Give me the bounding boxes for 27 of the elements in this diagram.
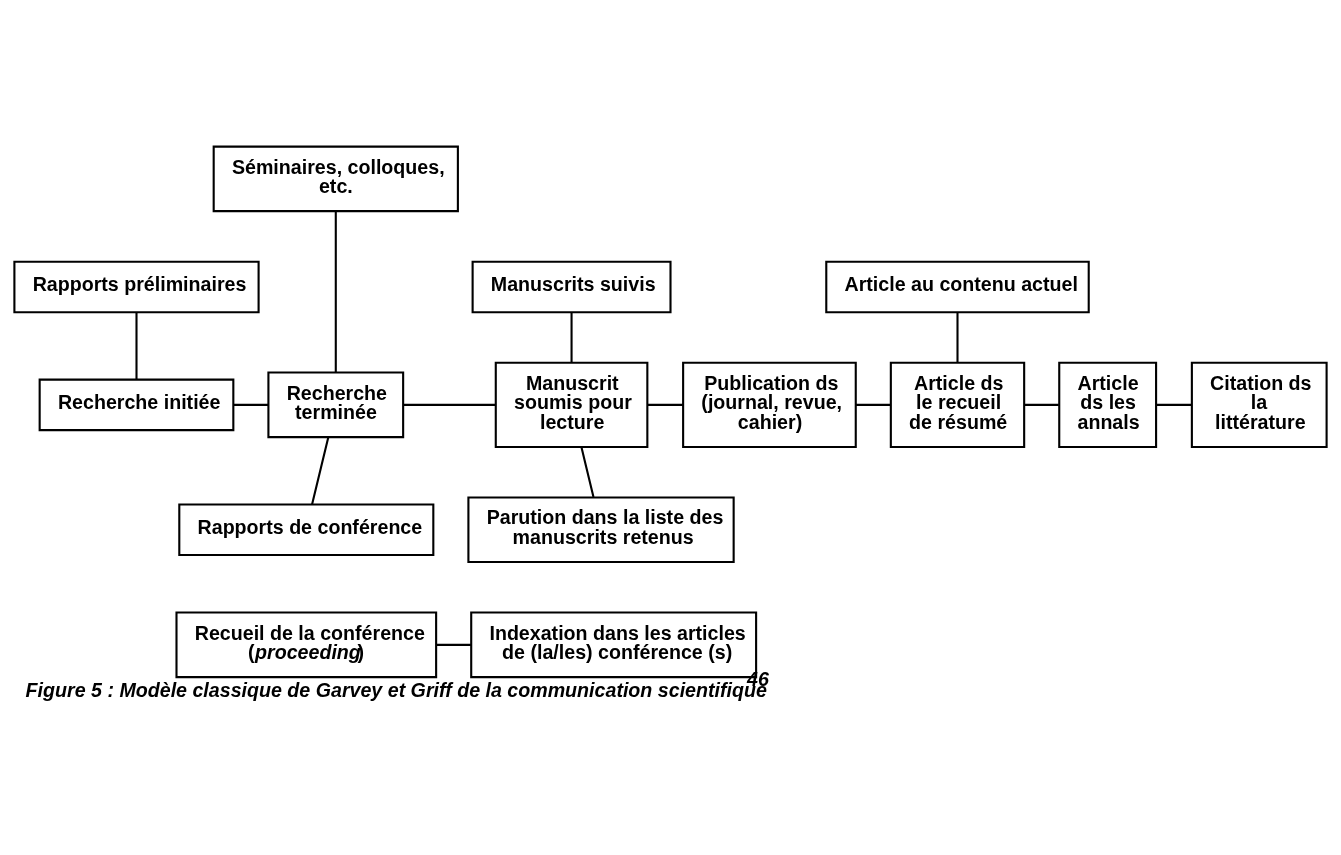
node-box: Manuscrit soumis pour lecture <box>494 361 649 448</box>
connector <box>580 446 595 497</box>
node-box: Rapports préliminaires <box>13 260 260 313</box>
connector <box>233 403 269 406</box>
node-box: Recherche initiée <box>38 378 235 431</box>
connector <box>855 403 891 406</box>
node-box: Citation ds la littérature <box>1190 361 1328 448</box>
connector <box>311 436 330 505</box>
connector <box>436 643 472 646</box>
node-box: Article ds le recueil de résumé <box>889 361 1026 448</box>
node-box: Article au contenu actuel <box>825 260 1090 313</box>
node-box: Recueil de la conférence (proceeding) <box>175 611 438 678</box>
connector <box>1156 403 1192 406</box>
node-box: Recherche terminée <box>267 371 405 438</box>
node-box: Rapports de conférence <box>178 502 435 556</box>
node-box: Manuscrits suivis <box>471 260 672 313</box>
connector <box>956 312 959 362</box>
connector <box>647 403 683 406</box>
node-box: Séminaires, colloques, etc. <box>212 145 459 212</box>
node-box: Article ds les annals <box>1058 361 1158 448</box>
connector <box>135 312 138 379</box>
connector <box>570 312 573 362</box>
connector <box>334 210 337 372</box>
node-box: Publication ds (journal, revue, cahier) <box>682 361 857 448</box>
connector <box>1024 403 1059 406</box>
node-box: Parution dans la liste des manuscrits retenus <box>467 495 735 563</box>
connector <box>403 403 496 406</box>
